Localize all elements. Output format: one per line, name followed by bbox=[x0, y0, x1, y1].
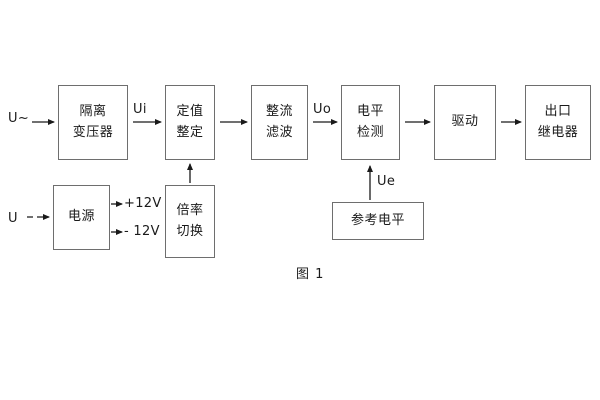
block-power-supply[interactable]: 电源 bbox=[53, 185, 110, 250]
label-input-ac: U~ bbox=[8, 111, 30, 126]
block-line: 定值 bbox=[176, 104, 204, 120]
block-level-detection[interactable]: 电平 检测 bbox=[341, 85, 400, 160]
block-line: 变压器 bbox=[72, 124, 114, 140]
block-line: 驱动 bbox=[451, 114, 479, 130]
block-output-relay[interactable]: 出口 继电器 bbox=[525, 85, 591, 160]
label-input-dc: U bbox=[8, 211, 18, 226]
label-signal-uo: Uo bbox=[313, 102, 332, 117]
block-line: 隔离 bbox=[79, 104, 107, 120]
label-rail-negative: - 12V bbox=[124, 224, 160, 239]
block-line: 检测 bbox=[356, 124, 384, 140]
block-line: 整定 bbox=[176, 124, 204, 140]
block-line: 出口 bbox=[544, 104, 572, 120]
label-signal-ui: Ui bbox=[133, 102, 147, 117]
block-multiplier-switch[interactable]: 倍率 切换 bbox=[165, 185, 215, 258]
figure-caption: 图 1 bbox=[296, 267, 325, 282]
block-line: 继电器 bbox=[537, 124, 579, 140]
block-setting-value[interactable]: 定值 整定 bbox=[165, 85, 215, 160]
block-line: 电源 bbox=[67, 209, 95, 225]
block-line: 滤波 bbox=[265, 124, 293, 140]
block-isolation-transformer[interactable]: 隔离 变压器 bbox=[58, 85, 128, 160]
block-line: 倍率 bbox=[176, 203, 204, 219]
label-signal-ue: Ue bbox=[377, 174, 396, 189]
block-reference-level[interactable]: 参考电平 bbox=[332, 202, 424, 240]
block-line: 电平 bbox=[356, 104, 384, 120]
block-rectify-filter[interactable]: 整流 滤波 bbox=[251, 85, 308, 160]
block-line: 参考电平 bbox=[350, 212, 405, 228]
label-rail-positive: +12V bbox=[124, 196, 162, 211]
block-drive[interactable]: 驱动 bbox=[434, 85, 496, 160]
block-line: 切换 bbox=[176, 223, 204, 239]
block-line: 整流 bbox=[265, 104, 293, 120]
